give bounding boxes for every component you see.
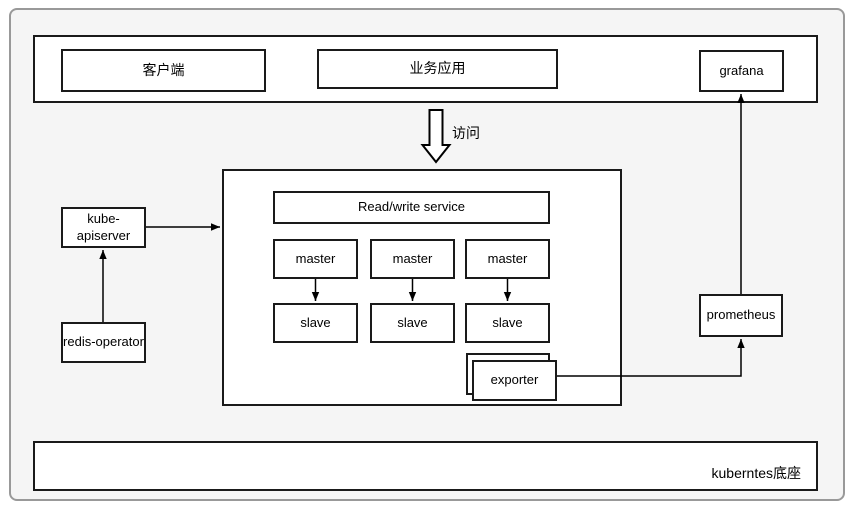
master-node-3: master xyxy=(465,239,550,279)
slave-node-2: slave xyxy=(370,303,455,343)
grafana-label: grafana xyxy=(719,62,764,78)
kube-apiserver-node: kube- apiserver xyxy=(61,207,146,248)
slave-label: slave xyxy=(492,314,523,330)
exporter-node: exporter xyxy=(472,360,557,401)
access-label: 访问 xyxy=(452,125,480,141)
master-label: master xyxy=(295,250,336,266)
client-node: 客户端 xyxy=(61,49,266,92)
read-write-service-node: Read/write service xyxy=(273,191,550,224)
kubernetes-base-bar: kuberntes底座 xyxy=(33,441,818,491)
client-label: 客户端 xyxy=(142,61,185,78)
slave-node-3: slave xyxy=(465,303,550,343)
master-node-2: master xyxy=(370,239,455,279)
slave-node-1: slave xyxy=(273,303,358,343)
redis-operator-node: redis-operator xyxy=(61,322,146,363)
read-write-service-label: Read/write service xyxy=(358,199,465,215)
business-app-label: 业务应用 xyxy=(409,60,466,77)
slave-label: slave xyxy=(397,314,428,330)
business-app-node: 业务应用 xyxy=(317,49,558,89)
slave-label: slave xyxy=(300,314,331,330)
master-label: master xyxy=(487,250,528,266)
kube-apiserver-label: kube- apiserver xyxy=(76,211,131,243)
master-node-1: master xyxy=(273,239,358,279)
kubernetes-base-label: kuberntes底座 xyxy=(711,464,801,481)
master-label: master xyxy=(392,250,433,266)
redis-operator-label: redis-operator xyxy=(63,334,144,350)
grafana-node: grafana xyxy=(699,50,784,92)
prometheus-label: prometheus xyxy=(706,307,776,323)
exporter-label: exporter xyxy=(490,372,539,388)
prometheus-node: prometheus xyxy=(699,294,783,337)
